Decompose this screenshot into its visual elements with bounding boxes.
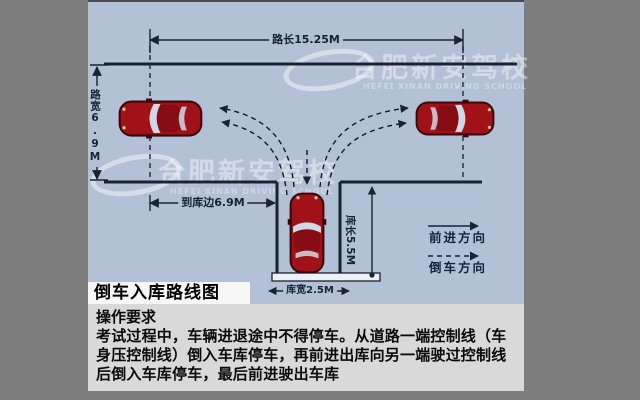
- car-right: [415, 98, 495, 139]
- dimension-dot: [369, 272, 375, 278]
- legend-forward-label: 前进方向: [429, 230, 488, 245]
- legend-arrows: [428, 221, 479, 261]
- scanned-diagram-page: 合肥新安驾校 HEFEI XINAN DRIVING SCHOOL 合肥新安驾校…: [87, 0, 528, 391]
- page-title: 倒车入库路线图: [94, 283, 220, 303]
- parking-route-diagram: 合肥新安驾校 HEFEI XINAN DRIVING SCHOOL 合肥新安驾校…: [87, 2, 528, 304]
- operation-requirements-panel: 操作要求 考试过程中，车辆进退途中不得停车。从道路一端控制线（车身压控制线）倒入…: [88, 304, 524, 391]
- road-boundaries: [104, 62, 517, 273]
- garage-width-label: 库宽2.5M: [283, 284, 337, 297]
- road-length-label: 路长15.25M: [269, 33, 343, 46]
- diagram-linework: [90, 29, 517, 296]
- legend-reverse-label: 倒车方向: [429, 260, 488, 275]
- car-left: [118, 97, 203, 140]
- diagram-title-bar: 倒车入库路线图: [88, 282, 250, 304]
- garage-depth-label: 库长5.5M: [343, 212, 356, 269]
- to-garage-edge-label: 到库边6.9M: [178, 196, 248, 209]
- car-in-garage: [286, 192, 328, 274]
- route-arrows: [219, 104, 409, 196]
- road-width-label: 路宽6.9M: [88, 86, 101, 167]
- garage-bottom-edge: [271, 272, 381, 282]
- panel-heading: 操作要求: [96, 308, 157, 326]
- panel-body-text: 考试过程中，车辆进退途中不得停车。从道路一端控制线（车身压控制线）倒入车库停车，…: [96, 327, 507, 383]
